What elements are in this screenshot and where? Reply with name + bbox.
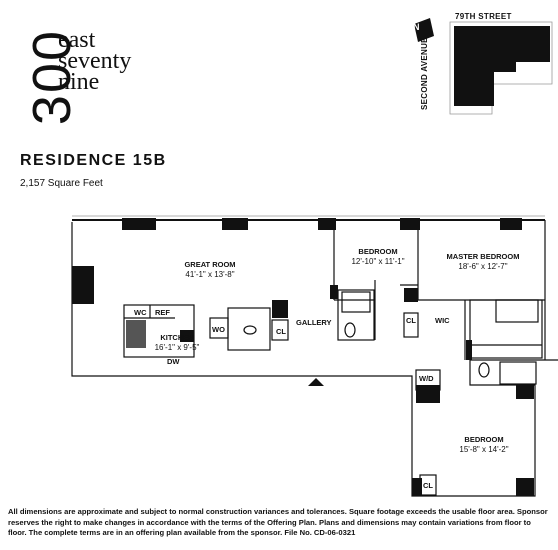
kitchen-name: KITCHEN — [160, 333, 194, 342]
ref-label: REF — [155, 308, 170, 317]
residence-area: 2,157 Square Feet — [20, 178, 103, 189]
disclaimer-text: All dimensions are approximate and subje… — [8, 507, 548, 537]
logo-wordmark: east seventy nine — [58, 27, 132, 95]
bedroom2-name: BEDROOM — [464, 435, 504, 444]
bedroom1-dim: 12'-10" x 11'-1" — [351, 257, 405, 266]
dw-label: DW — [167, 357, 180, 366]
gallery-label: GALLERY — [296, 318, 332, 327]
bedroom1-name: BEDROOM — [358, 247, 398, 256]
cl-bedroom2-label: CL — [423, 481, 433, 490]
bedroom2-label: BEDROOM 15'-8" x 14'-2" — [452, 435, 516, 455]
residence-title: RESIDENCE 15B — [20, 152, 167, 169]
north-arrow-icon — [414, 18, 434, 42]
logo-word-2: seventy — [58, 48, 132, 74]
logo-word-3: nine — [58, 69, 100, 95]
great-room-label: GREAT ROOM 41'-1" x 13'-8" — [170, 260, 250, 280]
logo-word-1: east — [58, 27, 96, 53]
key-plan — [414, 18, 553, 115]
cl-bedroom1-label: CL — [406, 316, 416, 325]
master-bedroom-name: MASTER BEDROOM — [446, 252, 520, 261]
wd-label: W/D — [419, 374, 434, 383]
bedroom1-label: BEDROOM 12'-10" x 11'-1" — [343, 247, 413, 267]
wic-label: WIC — [435, 316, 450, 325]
cl-gallery-label: CL — [276, 327, 286, 336]
bedroom2-dim: 15'-8" x 14'-2" — [459, 445, 509, 454]
kitchen-dim: 16'-1" x 9'-5" — [154, 343, 200, 352]
wc-kitchen-label: WC — [134, 308, 147, 317]
master-bedroom-dim: 18'-6" x 12'-7" — [458, 262, 508, 271]
master-bedroom-label: MASTER BEDROOM 18'-6" x 12'-7" — [438, 252, 528, 272]
great-room-name: GREAT ROOM — [184, 260, 236, 269]
entry-arrow-icon — [308, 378, 324, 386]
street-label: 79TH STREET — [455, 12, 512, 21]
north-label: N — [413, 22, 420, 32]
great-room-dim: 41'-1" x 13'-8" — [185, 270, 235, 279]
wo-label: WO — [212, 325, 225, 334]
kitchen-label: KITCHEN 16'-1" x 9'-5" — [147, 333, 207, 353]
